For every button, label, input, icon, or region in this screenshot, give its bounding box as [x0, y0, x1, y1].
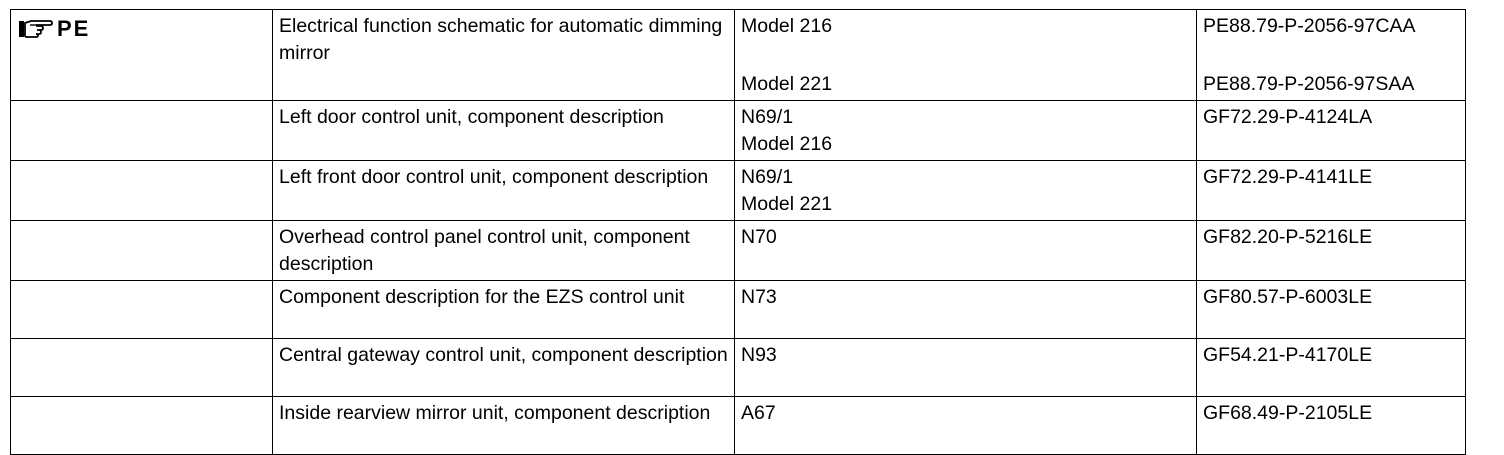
- document-link[interactable]: GF82.20-P-5216LE: [1203, 226, 1373, 248]
- model-text: Model 221: [741, 193, 833, 215]
- model-text: Model 221: [741, 73, 833, 95]
- table-row: PE Electrical function schematic for aut…: [10, 9, 1466, 101]
- document-link[interactable]: GF54.21-P-4170LE: [1203, 344, 1373, 366]
- table-row: Inside rearview mirror unit, component d…: [10, 396, 1466, 455]
- description-text: Component description for the EZS contro…: [279, 286, 685, 308]
- component-cell: N93: [734, 338, 1197, 397]
- document-cell: GF80.57-P-6003LE: [1196, 280, 1466, 339]
- empty-cell: [10, 338, 273, 397]
- table-row: Left door control unit, component descri…: [10, 100, 1466, 161]
- description-text: Left door control unit, component descri…: [279, 106, 664, 128]
- empty-cell: [10, 280, 273, 339]
- description-cell: Overhead control panel control unit, com…: [272, 220, 735, 281]
- component-code: N69/1: [741, 166, 794, 188]
- description-text: Overhead control panel control unit, com…: [279, 226, 690, 275]
- description-cell: Central gateway control unit, component …: [272, 338, 735, 397]
- document-link[interactable]: PE88.79-P-2056-97SAA: [1203, 73, 1415, 95]
- model-text: Model 216: [741, 133, 833, 155]
- reference-table: PE Electrical function schematic for aut…: [10, 9, 1466, 455]
- document-cell: GF82.20-P-5216LE: [1196, 220, 1466, 281]
- pointing-hand-icon: [19, 20, 53, 38]
- document-link[interactable]: GF80.57-P-6003LE: [1203, 286, 1373, 308]
- component-cell: N73: [734, 280, 1197, 339]
- empty-cell: [10, 396, 273, 455]
- empty-cell: [10, 160, 273, 221]
- description-text: Inside rearview mirror unit, component d…: [279, 402, 711, 424]
- component-cell: N69/1 Model 221: [734, 160, 1197, 221]
- component-cell: A67: [734, 396, 1197, 455]
- description-text: Left front door control unit, component …: [279, 166, 709, 188]
- description-cell: Component description for the EZS contro…: [272, 280, 735, 339]
- empty-cell: [10, 100, 273, 161]
- table-row: Overhead control panel control unit, com…: [10, 220, 1466, 281]
- model-text: Model 216: [741, 15, 833, 37]
- document-cell: PE88.79-P-2056-97CAA PE88.79-P-2056-97SA…: [1196, 9, 1466, 101]
- component-code: A67: [741, 402, 776, 424]
- document-cell: GF72.29-P-4141LE: [1196, 160, 1466, 221]
- pe-marker-cell: PE: [10, 9, 273, 101]
- document-cell: GF54.21-P-4170LE: [1196, 338, 1466, 397]
- component-cell: N69/1 Model 216: [734, 100, 1197, 161]
- document-cell: GF68.49-P-2105LE: [1196, 396, 1466, 455]
- document-link[interactable]: GF72.29-P-4124LA: [1203, 106, 1373, 128]
- table-row: Left front door control unit, component …: [10, 160, 1466, 221]
- component-code: N73: [741, 286, 777, 308]
- pe-label: PE: [57, 15, 91, 41]
- description-text: Central gateway control unit, component …: [279, 344, 728, 366]
- description-cell: Left front door control unit, component …: [272, 160, 735, 221]
- description-text: Electrical function schematic for automa…: [279, 15, 723, 64]
- component-code: N69/1: [741, 106, 794, 128]
- description-cell: Left door control unit, component descri…: [272, 100, 735, 161]
- component-cell: Model 216 Model 221: [734, 9, 1197, 101]
- description-cell: Electrical function schematic for automa…: [272, 9, 735, 101]
- component-cell: N70: [734, 220, 1197, 281]
- description-cell: Inside rearview mirror unit, component d…: [272, 396, 735, 455]
- component-code: N93: [741, 344, 777, 366]
- document-cell: GF72.29-P-4124LA: [1196, 100, 1466, 161]
- document-link[interactable]: PE88.79-P-2056-97CAA: [1203, 15, 1416, 37]
- table-row: Component description for the EZS contro…: [10, 280, 1466, 339]
- empty-cell: [10, 220, 273, 281]
- document-link[interactable]: GF68.49-P-2105LE: [1203, 402, 1373, 424]
- component-code: N70: [741, 226, 777, 248]
- table-row: Central gateway control unit, component …: [10, 338, 1466, 397]
- document-link[interactable]: GF72.29-P-4141LE: [1203, 166, 1373, 188]
